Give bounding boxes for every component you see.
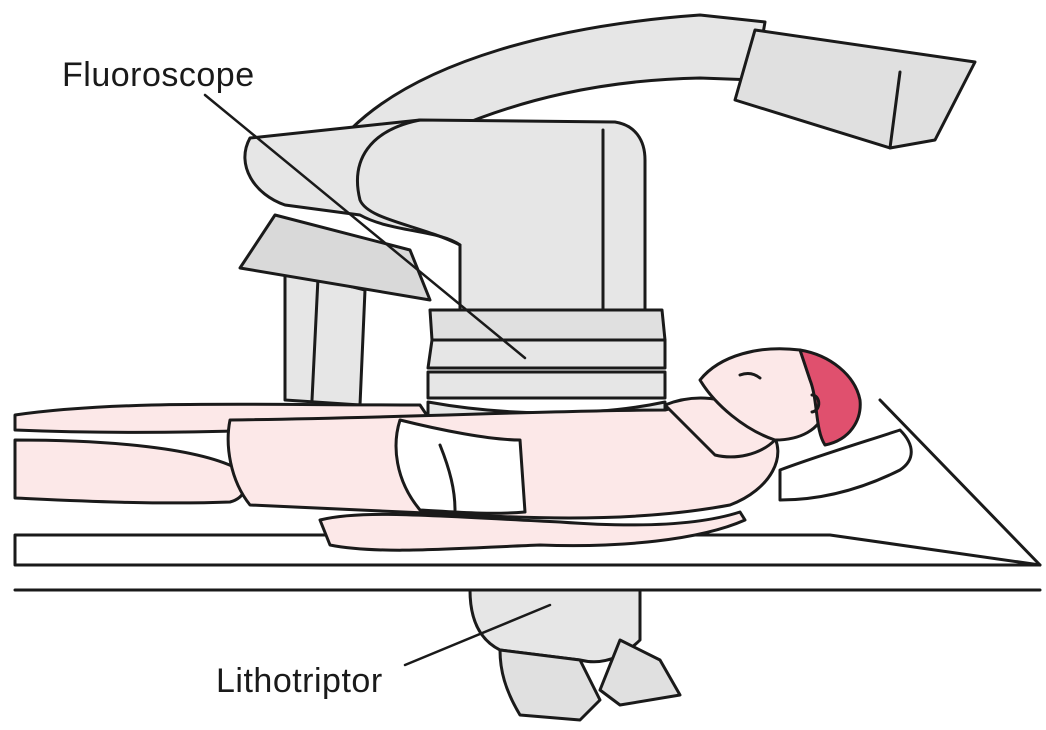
- patient-arm-lower: [15, 440, 245, 503]
- lithotriptor-label: Lithotriptor: [216, 662, 383, 701]
- table-right-edge: [880, 400, 1040, 565]
- fluoroscope-neck: [430, 310, 665, 340]
- support-column: [285, 270, 365, 405]
- fluoroscope-label: Fluoroscope: [62, 56, 255, 95]
- detector-box: [735, 30, 975, 148]
- c-arm: [350, 15, 765, 130]
- fluoroscope-ring-mid: [428, 372, 665, 398]
- fluoroscope-ring-top: [428, 340, 665, 368]
- pillow: [780, 430, 911, 500]
